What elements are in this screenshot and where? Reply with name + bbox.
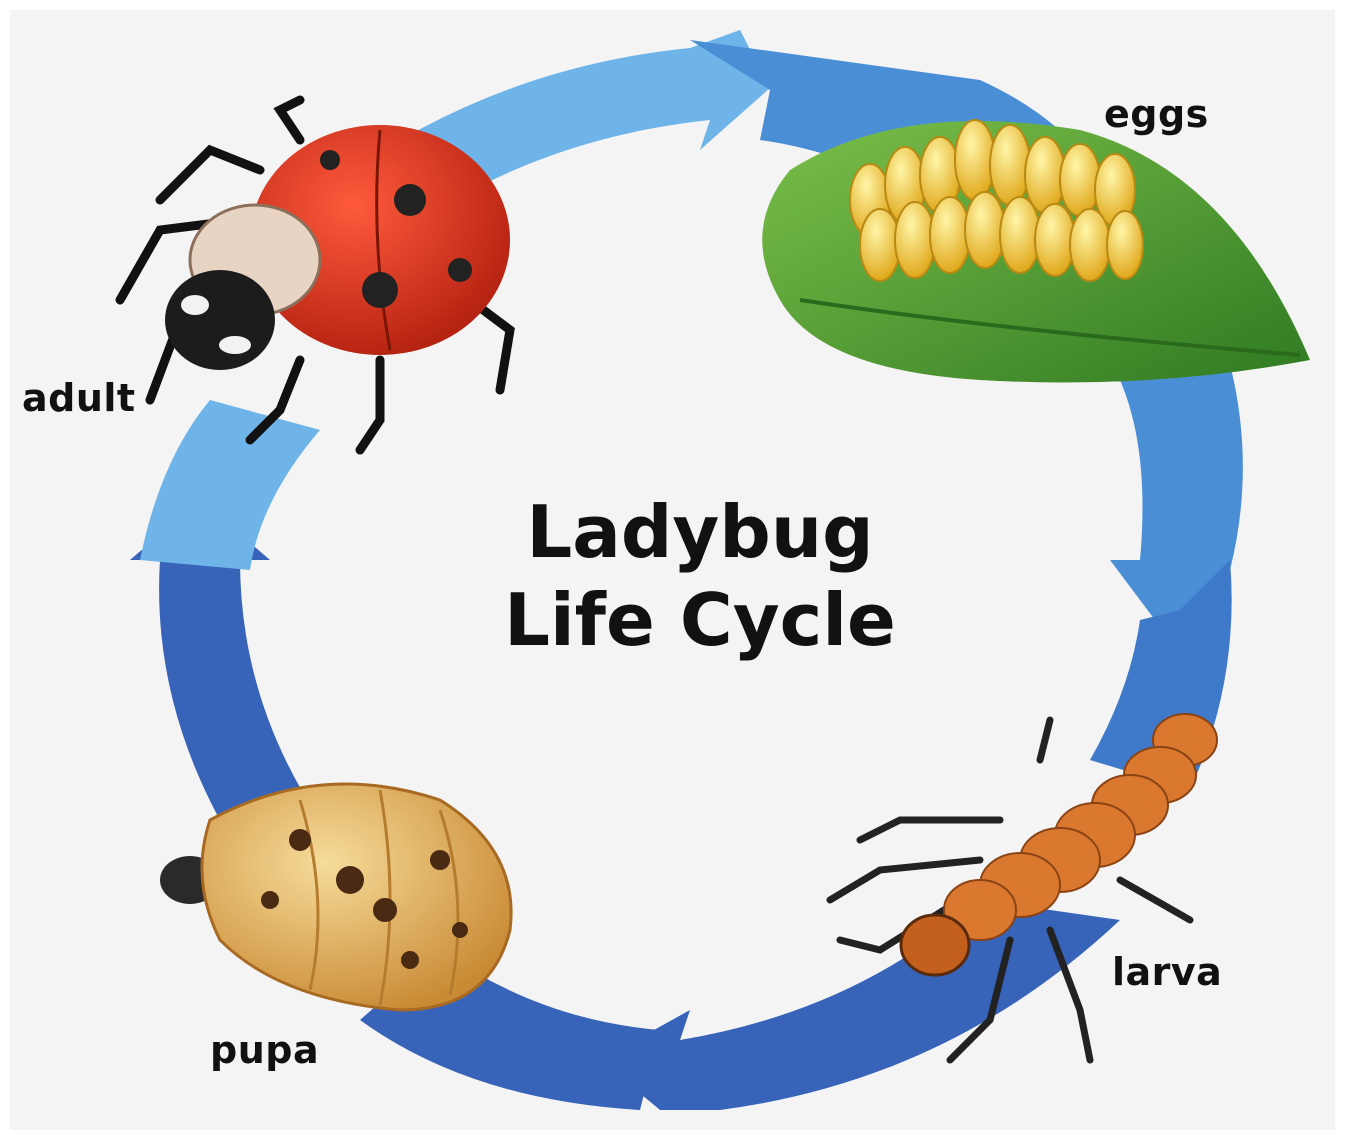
diagram-title: Ladybug Life Cycle <box>440 488 960 664</box>
title-line-1: Ladybug <box>440 488 960 576</box>
title-line-2: Life Cycle <box>440 576 960 664</box>
stage-label-eggs: eggs <box>1104 92 1209 136</box>
stage-label-larva: larva <box>1112 950 1222 994</box>
stage-label-adult: adult <box>22 376 136 420</box>
stage-label-pupa: pupa <box>210 1028 319 1072</box>
